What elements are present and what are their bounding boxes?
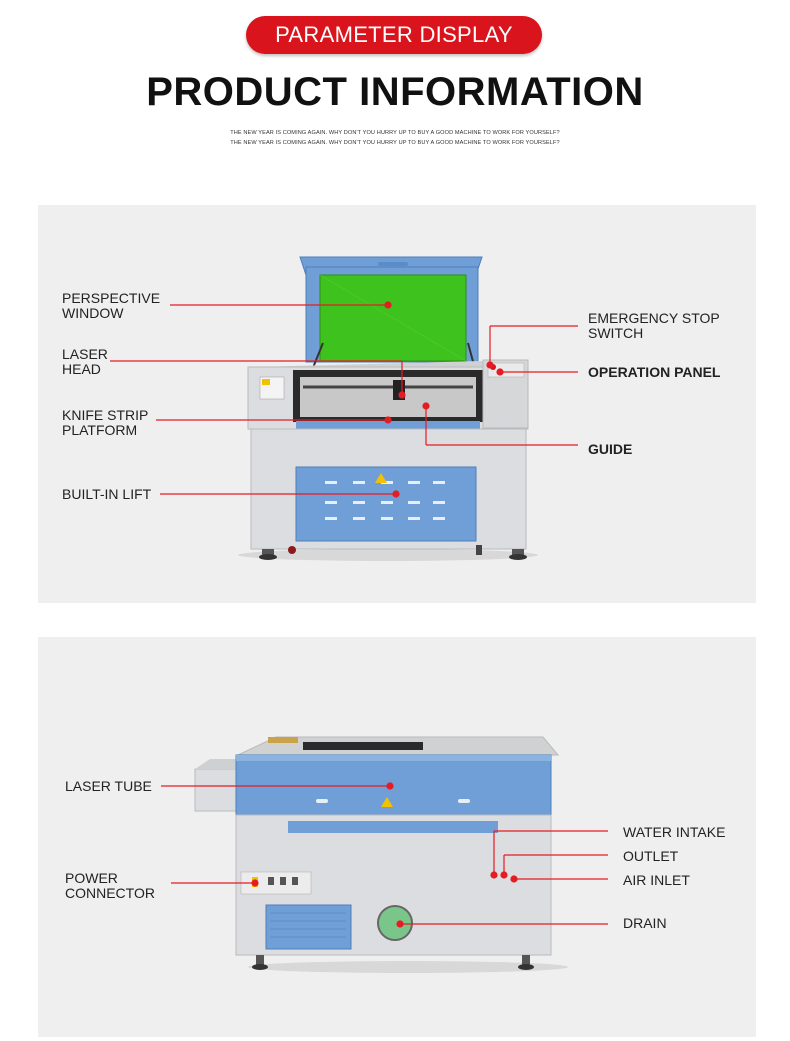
section-badge: PARAMETER DISPLAY — [246, 16, 542, 54]
label-air-inlet: AIR INLET — [623, 872, 690, 888]
front-view-panel: PERSPECTIVE WINDOW LASER HEAD KNIFE STRI… — [38, 205, 756, 603]
page-title: PRODUCT INFORMATION — [146, 70, 644, 114]
label-laser-tube: LASER TUBE — [65, 778, 152, 794]
label-drain: DRAIN — [623, 915, 667, 931]
label-perspective-window: PERSPECTIVE WINDOW — [62, 290, 161, 321]
label-outlet: OUTLET — [623, 848, 679, 864]
label-operation-panel: OPERATION PANEL — [588, 364, 721, 380]
label-knife-strip-platform: KNIFE STRIP PLATFORM — [62, 407, 149, 438]
label-power-connector: POWER CONNECTOR — [65, 870, 155, 901]
tagline-line-1: THE NEW YEAR IS COMING AGAIN. WHY DON'T … — [230, 130, 560, 136]
label-water-intake: WATER INTAKE — [623, 824, 726, 840]
label-emergency-stop-switch: EMERGENCY STOP SWITCH — [588, 310, 720, 341]
label-laser-head: LASER HEAD — [62, 346, 108, 377]
rear-machine-illustration — [161, 736, 608, 973]
label-built-in-lift: BUILT-IN LIFT — [62, 486, 152, 502]
tagline-line-2: THE NEW YEAR IS COMING AGAIN. WHY DON'T … — [230, 140, 560, 146]
front-machine-illustration — [110, 256, 578, 561]
label-guide: GUIDE — [588, 441, 633, 457]
rear-view-panel: LASER TUBE POWER CONNECTOR WATER INTAKE … — [38, 637, 756, 1037]
